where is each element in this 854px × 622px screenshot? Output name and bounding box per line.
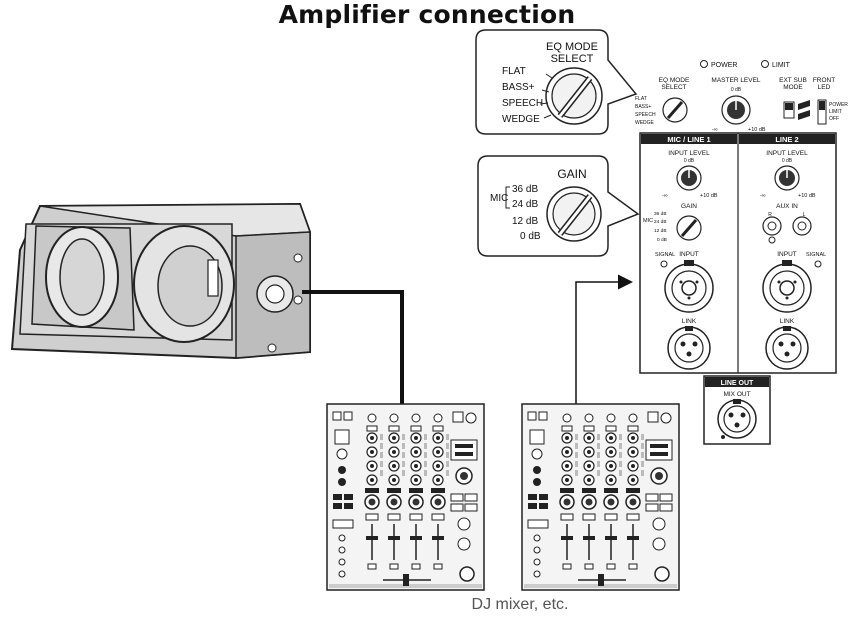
gain-mic-label: MIC xyxy=(490,193,508,204)
ch2-input-level-zero: 0 dB xyxy=(782,158,793,164)
front-led-label: FRONT xyxy=(813,77,835,84)
ch1-gain-knob-icon[interactable] xyxy=(676,215,702,241)
ch2-input-level-min: -∞ xyxy=(760,193,766,199)
dj-mixer-right xyxy=(521,403,680,591)
aux-in-l-jack-icon[interactable] xyxy=(792,216,812,236)
ch1-gain-12: 12 dB xyxy=(654,228,667,234)
gain-level-0: 0 dB xyxy=(520,231,541,242)
ch1-input-level-min: -∞ xyxy=(662,193,668,199)
ch1-gain-0: 0 dB xyxy=(657,237,667,243)
mix-out-xlr-icon[interactable] xyxy=(717,399,757,439)
input-arrow xyxy=(575,274,633,404)
ext-sub-mode-label: MODE xyxy=(783,84,803,91)
ch1-gain-label: GAIN xyxy=(681,203,697,210)
panel-eq-wedge: WEDGE xyxy=(635,120,655,126)
ext-sub-label: EXT SUB xyxy=(779,77,807,84)
front-led-led-label: LED xyxy=(818,84,831,91)
front-led-power: POWER xyxy=(829,102,848,108)
front-led-switch-icon[interactable] xyxy=(817,99,827,125)
ch1-gain-36: 36 dB xyxy=(654,211,667,217)
aux-in-r-jack-icon[interactable] xyxy=(762,216,782,244)
ch1-link-xlr-icon[interactable] xyxy=(667,326,711,370)
eq-option-wedge: WEDGE xyxy=(502,114,540,125)
eq-option-flat: FLAT xyxy=(502,66,526,77)
ch1-input-level-knob-icon[interactable] xyxy=(676,165,702,191)
gain-level-24: 24 dB xyxy=(512,199,538,210)
eq-mode-callout: EQ MODE SELECT FLAT BASS+ SPEECH WEDGE xyxy=(475,29,638,135)
ch2-link-label: LINK xyxy=(780,318,795,325)
gain-callout-heading: GAIN xyxy=(557,167,586,181)
eq-selector-knob-icon xyxy=(539,67,603,125)
gain-knob-icon xyxy=(546,186,602,242)
ch1-input-level-max: +10 dB xyxy=(700,193,718,199)
panel-eq-speech: SPEECH xyxy=(635,112,656,118)
power-led-icon xyxy=(700,60,708,68)
gain-callout: GAIN MIC 36 dB 24 dB 12 dB 0 dB xyxy=(477,155,640,257)
diagram-title: Amplifier connection xyxy=(278,0,576,29)
master-level-label: MASTER LEVEL xyxy=(711,77,761,84)
mix-out-label: MIX OUT xyxy=(723,391,750,398)
aux-in-label: AUX IN xyxy=(776,203,798,210)
mixer-caption: DJ mixer, etc. xyxy=(471,596,569,613)
panel-eq-select-label: SELECT xyxy=(661,84,686,91)
eq-option-speech: SPEECH xyxy=(502,98,543,109)
ch2-input-level-max: +10 dB xyxy=(798,193,816,199)
ch2-signal-led-icon xyxy=(814,260,822,268)
ch1-combo-input-jack-icon[interactable] xyxy=(664,260,714,313)
line-out-header: LINE OUT xyxy=(721,380,754,387)
limit-led-icon xyxy=(761,60,769,68)
ch1-gain-24: 24 dB xyxy=(654,219,667,225)
panel-eq-bass: BASS+ xyxy=(635,104,651,110)
front-led-off: OFF xyxy=(829,116,839,122)
ch1-input-label: INPUT xyxy=(679,251,699,258)
speaker-cable xyxy=(302,290,404,404)
master-level-knob-icon[interactable] xyxy=(721,95,751,125)
power-label: POWER xyxy=(711,62,737,69)
channel2-header: LINE 2 xyxy=(775,135,798,144)
ext-sub-switch-icon[interactable] xyxy=(783,100,810,120)
master-zero-label: 0 dB xyxy=(731,87,742,93)
ch2-input-level-knob-icon[interactable] xyxy=(774,165,800,191)
panel-eq-knob-icon[interactable] xyxy=(662,97,688,123)
master-min-label: -∞ xyxy=(712,127,718,133)
ch2-signal-label: SIGNAL xyxy=(806,252,826,258)
gain-level-12: 12 dB xyxy=(512,216,538,227)
limit-label: LIMIT xyxy=(772,62,791,69)
eq-callout-heading: EQ MODE xyxy=(546,41,598,53)
panel-eq-mode-label: EQ MODE xyxy=(659,77,690,84)
ch2-combo-input-jack-icon[interactable] xyxy=(762,260,812,313)
dj-mixer-left xyxy=(326,403,485,591)
aux-r-label: R xyxy=(768,212,772,218)
ch2-input-level-label: INPUT LEVEL xyxy=(766,150,808,157)
panel-eq-flat: FLAT xyxy=(635,96,647,102)
aux-l-label: L xyxy=(803,212,806,218)
ch1-input-level-zero: 0 dB xyxy=(684,158,695,164)
ch1-link-label: LINK xyxy=(682,318,697,325)
master-max-label: +10 dB xyxy=(748,127,766,133)
ch2-link-xlr-icon[interactable] xyxy=(765,326,809,370)
ch1-signal-label: SIGNAL xyxy=(655,252,675,258)
ch1-signal-led-icon xyxy=(660,260,668,268)
channel1-header: MIC / LINE 1 xyxy=(667,135,710,144)
eq-callout-heading-2: SELECT xyxy=(551,53,594,65)
speaker-cabinet xyxy=(10,202,312,360)
gain-level-36: 36 dB xyxy=(512,184,538,195)
ch2-input-label: INPUT xyxy=(777,251,797,258)
amplifier-panel: POWER LIMIT EQ MODE SELECT FLAT BASS+ SP… xyxy=(635,60,848,445)
eq-option-bass: BASS+ xyxy=(502,82,535,93)
ch1-input-level-label: INPUT LEVEL xyxy=(668,150,710,157)
ch1-gain-mic: MIC xyxy=(643,218,653,224)
front-led-limit: LIMIT xyxy=(829,109,842,115)
